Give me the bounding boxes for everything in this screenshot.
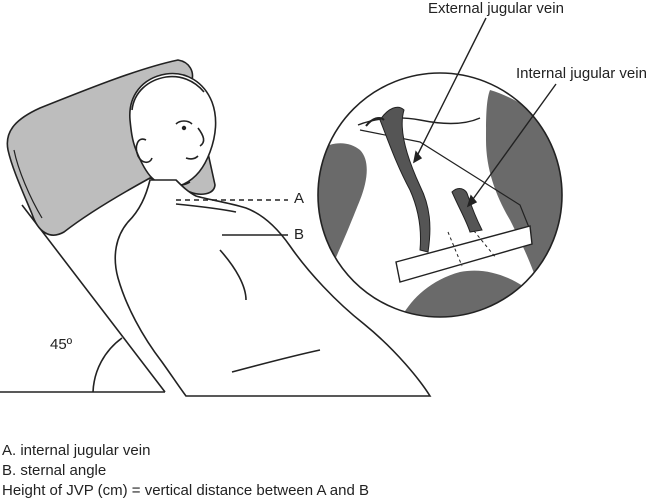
measurement-lines [176,199,288,236]
legend-item-b: B. sternal angle [2,462,107,479]
legend-formula: Height of JVP (cm) = vertical distance b… [2,482,370,499]
marker-a-label: A [294,190,305,207]
legend: A. internal jugular vein B. sternal angl… [2,441,369,501]
external-jugular-vein-label: External jugular vein [428,0,564,17]
patient-torso [114,179,432,397]
angle-arc [92,337,123,393]
patient-head [129,72,217,188]
marker-b-label: B [294,226,305,243]
leader-lines [413,17,557,208]
angle-label: 45º [50,336,73,353]
legend-item-a: A. internal jugular vein [2,442,151,459]
bed-incline [0,204,166,393]
inset-magnified-neck [317,72,563,318]
internal-jugular-vein-label: Internal jugular vein [516,65,647,82]
